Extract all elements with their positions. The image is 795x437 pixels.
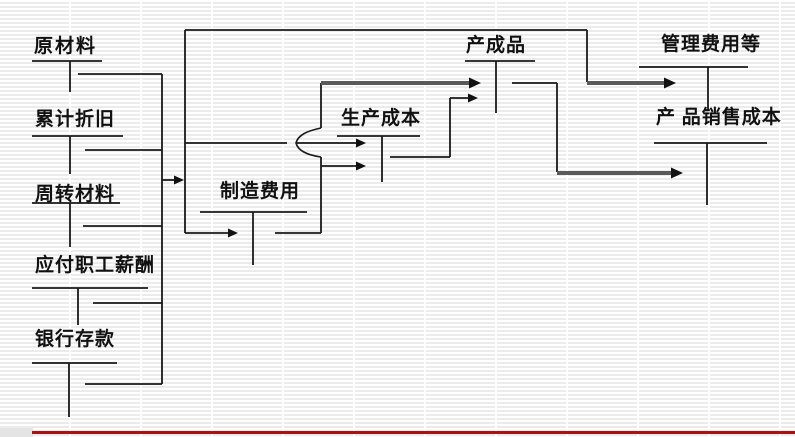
slide-footer-divider [32, 431, 795, 434]
t-account-manufacturing-overhead-lines [185, 211, 321, 265]
account-label-raw-materials: 原材料 [34, 36, 98, 57]
t-account-revolving-materials-lines [32, 202, 162, 247]
account-label-revolving-materials: 周转材料 [35, 184, 116, 205]
account-label-finished-goods: 产成品 [466, 35, 527, 56]
t-account-admin-expenses-lines [639, 66, 748, 110]
t-account-accumulated-depreciation-lines [32, 135, 162, 174]
account-label-employee-pay-payable: 应付职工薪酬 [35, 255, 156, 276]
t-account-bank-deposits-lines [32, 362, 162, 417]
account-label-bank-deposits: 银行存款 [35, 329, 116, 350]
account-label-product-sales-cost: 产 品销售成本 [656, 107, 782, 128]
t-account-employee-pay-payable-lines [32, 287, 162, 325]
distribution-line [184, 29, 676, 233]
t-account-production-cost-lines [337, 93, 478, 182]
t-account-raw-materials-lines [32, 60, 162, 92]
t-account-finished-goods-lines [465, 60, 683, 179]
credit-collector-line [161, 74, 184, 384]
account-label-manufacturing-overhead: 制造费用 [220, 181, 301, 202]
account-label-admin-expenses: 管理费用等 [661, 34, 762, 55]
production-cost-input-fork [185, 77, 481, 233]
t-account-product-sales-cost-lines [654, 142, 767, 205]
account-label-production-cost: 生产成本 [341, 108, 422, 129]
slide-corner-block [0, 428, 33, 437]
account-label-accumulated-depreciation: 累计折旧 [35, 109, 116, 130]
